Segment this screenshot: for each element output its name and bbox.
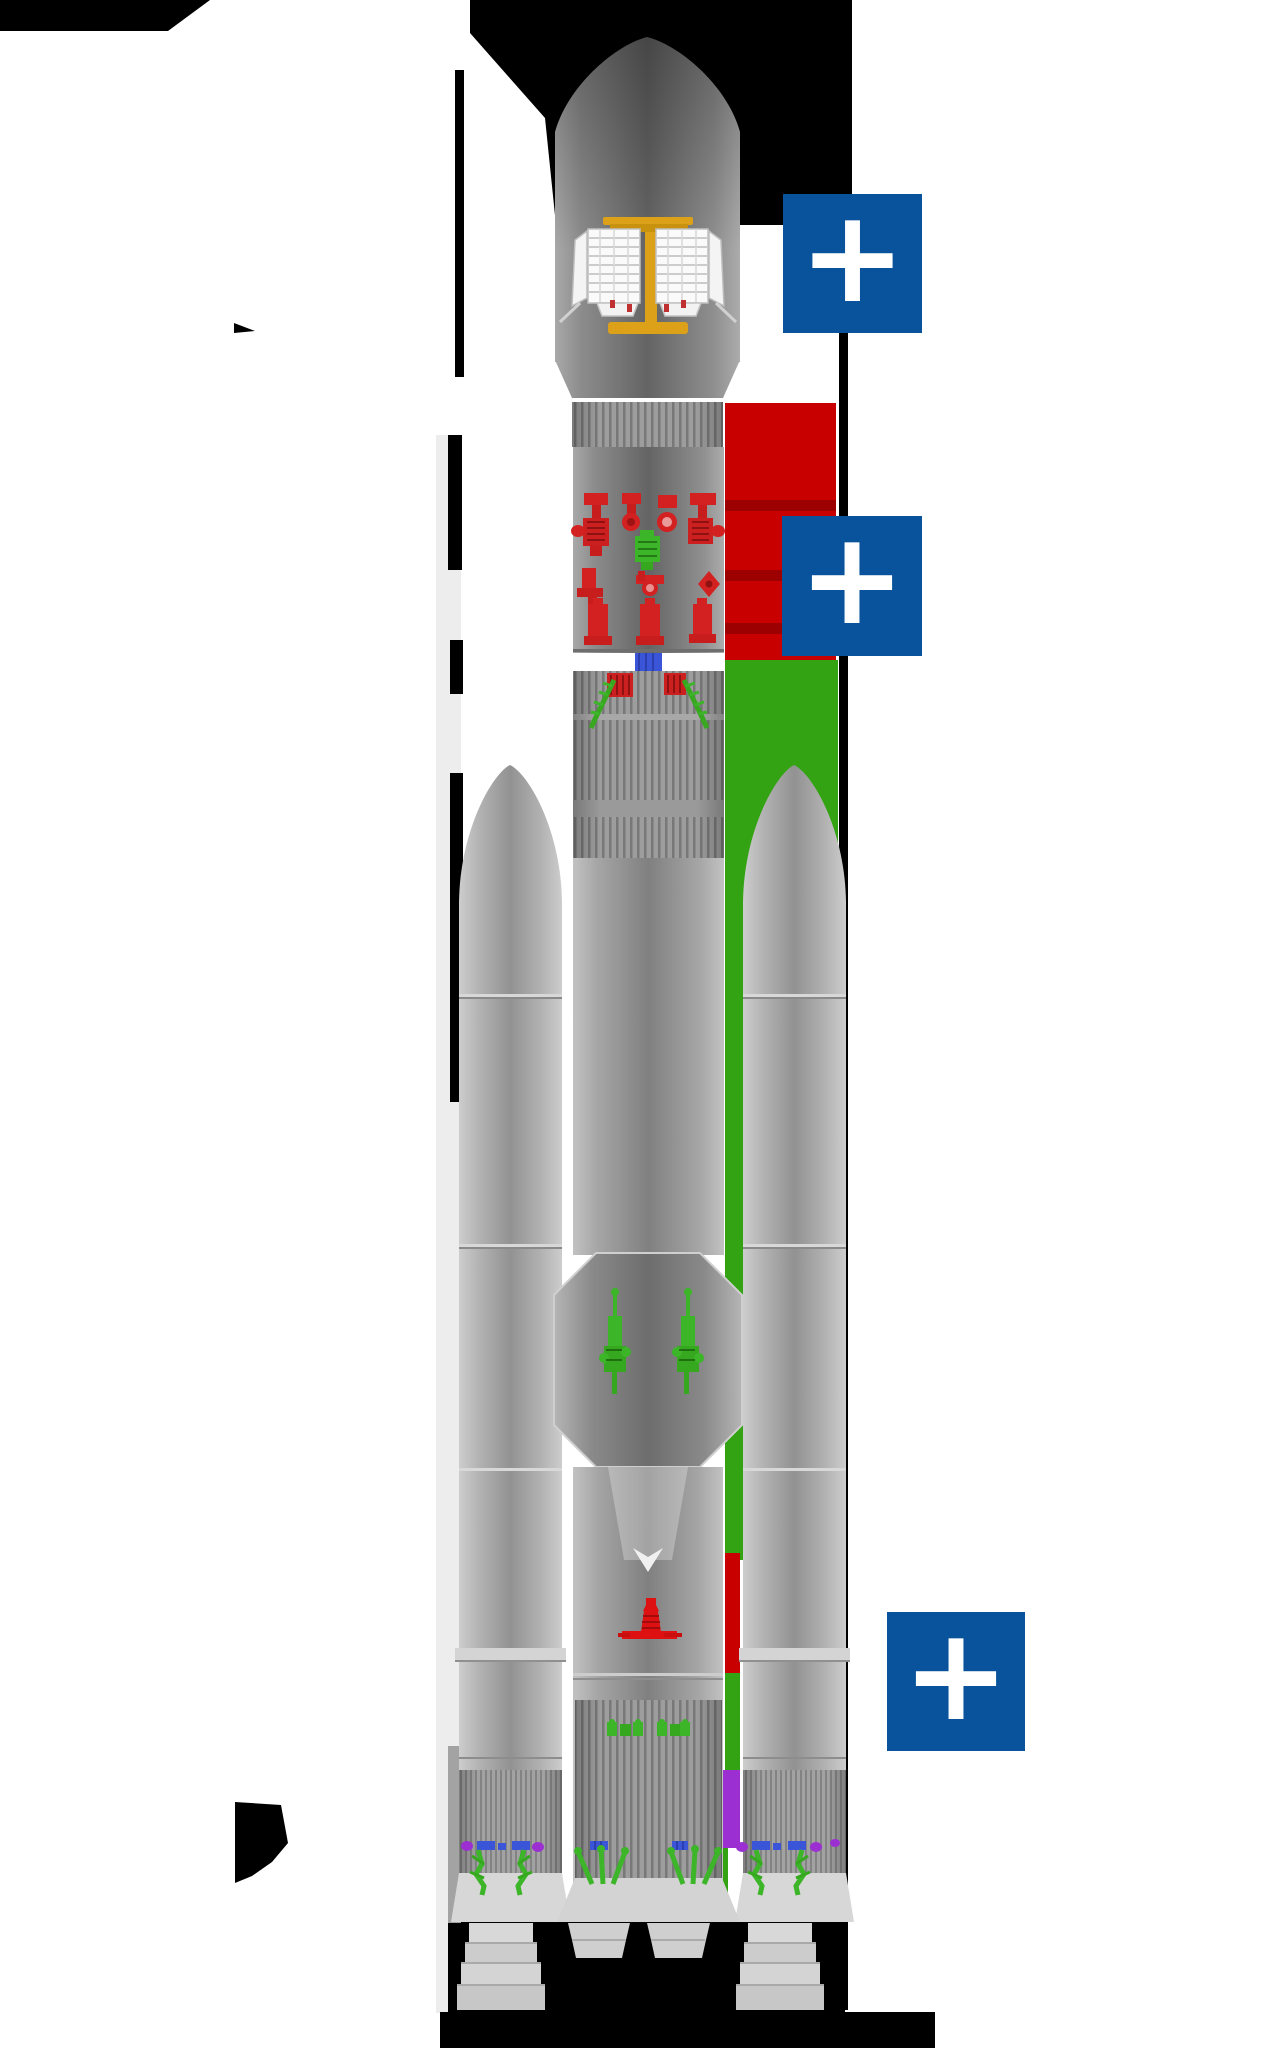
red-pump-1: [584, 598, 612, 645]
main-cryogenic-tank: [573, 858, 724, 1255]
core-green-engine-pins: [574, 1845, 722, 1886]
right-booster-attach-ring: [739, 1648, 850, 1662]
right-booster-nose: [743, 765, 846, 905]
red-fitting-center: [636, 571, 664, 596]
green-fern-left: [588, 678, 617, 730]
right-booster-flare: [735, 1873, 854, 1922]
white-wedge-left-of-fairing: [470, 33, 556, 225]
lower-core-components: [574, 1598, 722, 1886]
red-band-stripe-3: [725, 623, 836, 634]
red-band-stripe-1: [725, 500, 836, 511]
satellite-trunk: [645, 224, 657, 322]
satellite-under-structure: [558, 300, 738, 324]
red-pump-3: [689, 598, 716, 643]
satellite-top-flange: [603, 217, 693, 225]
left-booster-attach-ring: [455, 1648, 566, 1662]
red-pump-2: [636, 598, 664, 645]
core-aft-stubs: [568, 1923, 710, 1958]
core-highlight-chevron: [633, 1548, 663, 1572]
plus-icon: +: [798, 505, 906, 654]
left-booster-body: [459, 900, 562, 1873]
red-diamond-valve: [698, 571, 720, 597]
purple-sliver-segment: [723, 1770, 740, 1848]
red-valve-1: [571, 493, 609, 556]
plus-icon: +: [902, 1600, 1010, 1750]
green-skirt-cluster-right: [657, 1719, 690, 1736]
red-engine-valve: [618, 1598, 682, 1639]
green-valve-center: [635, 530, 660, 570]
blue-separation-band: [635, 653, 662, 671]
black-strip-left-seg1: [448, 435, 462, 570]
green-actuator-right: [672, 1288, 704, 1394]
zoom-button-booster[interactable]: +: [887, 1600, 1025, 1751]
green-sliver-segment: [725, 1673, 740, 1770]
fairing-boattail: [555, 360, 740, 398]
green-fern-right: [681, 678, 710, 730]
black-corner-top-left: [0, 0, 210, 31]
solar-panel-stack-left: [571, 228, 641, 308]
black-bottom-band: [440, 2012, 935, 2048]
green-skirt-cluster-left: [607, 1719, 643, 1736]
zoom-button-payload[interactable]: +: [783, 182, 922, 333]
black-strip-upper-left: [455, 70, 464, 377]
red-valve-3: [657, 495, 677, 532]
upper-stage-components: [571, 493, 725, 730]
plus-icon: +: [798, 182, 907, 332]
red-band-stripe-2: [725, 570, 836, 581]
left-booster: [451, 765, 570, 2010]
cursor-wedge-mark: [234, 323, 255, 333]
core-aft-flare: [557, 1878, 740, 1922]
right-booster: [735, 765, 854, 2010]
satellite-payload: [558, 217, 738, 334]
red-valve-5: [577, 568, 603, 605]
equipment-bay-octagon: [553, 1252, 743, 1468]
red-sliver-segment: [725, 1553, 740, 1673]
left-booster-nozzle: [457, 1923, 545, 2010]
cursor-arrow-mark: [235, 1802, 288, 1883]
payload-adapter-bar: [608, 322, 688, 334]
left-booster-nose: [459, 765, 562, 905]
solar-panel-stack-right: [655, 228, 725, 308]
red-valve-2: [622, 493, 641, 531]
left-booster-flare: [451, 1873, 570, 1922]
black-strip-left-seg2: [450, 640, 463, 694]
equipment-bay-actuators: [599, 1288, 704, 1394]
right-booster-nozzle: [736, 1923, 824, 2010]
green-actuator-left: [599, 1288, 631, 1394]
grey-edge-left-nozzle: [448, 1746, 461, 1923]
red-valve-4: [688, 493, 725, 544]
right-booster-equipment: [736, 1839, 840, 1896]
right-booster-body: [743, 900, 846, 1873]
zoom-button-upper-stage[interactable]: +: [782, 516, 922, 656]
left-booster-equipment: [461, 1841, 544, 1896]
